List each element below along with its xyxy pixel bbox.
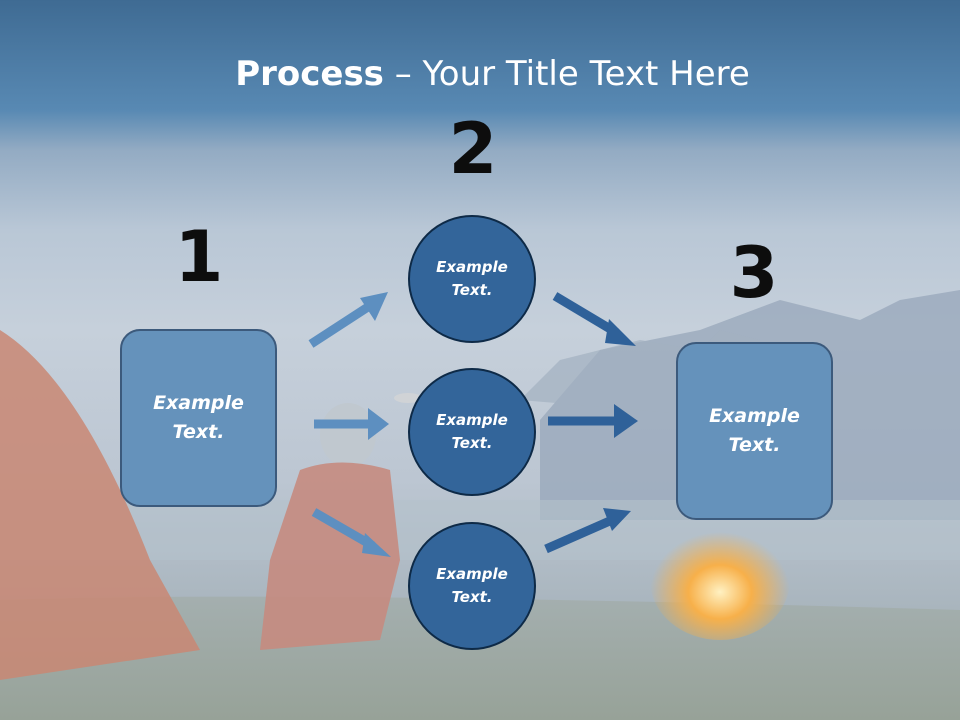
step-number-1: 1 — [174, 216, 224, 298]
step-number-3: 3 — [729, 232, 779, 314]
arrow-box1-to-middle-circle — [314, 408, 389, 440]
arrow-top-circle-to-box3 — [552, 292, 636, 346]
step-3-text-line2: Text. — [728, 434, 781, 456]
arrow-box1-to-bottom-circle — [311, 508, 391, 557]
step-1-text-line2: Text. — [172, 421, 225, 443]
step-number-2: 2 — [448, 108, 498, 190]
arrow-box1-to-top-circle — [308, 292, 388, 348]
arrow-middle-circle-to-box3 — [548, 404, 638, 438]
arrow-bottom-circle-to-box3 — [544, 508, 631, 554]
circle-middle-line1: Example — [436, 411, 508, 429]
title-rest: – Your Title Text Here — [383, 54, 750, 94]
step-1-text-line1: Example — [153, 392, 244, 414]
circle-top-line1: Example — [436, 258, 508, 276]
step-3-text-line1: Example — [709, 405, 800, 427]
circle-bottom-line2: Text. — [451, 588, 493, 606]
circle-middle-line2: Text. — [451, 434, 493, 452]
title-bold: Process — [235, 54, 384, 94]
slide-title: Process – Your Title Text Here — [0, 52, 960, 96]
circle-bottom-line1: Example — [436, 565, 508, 583]
circle-top-line2: Text. — [451, 281, 493, 299]
